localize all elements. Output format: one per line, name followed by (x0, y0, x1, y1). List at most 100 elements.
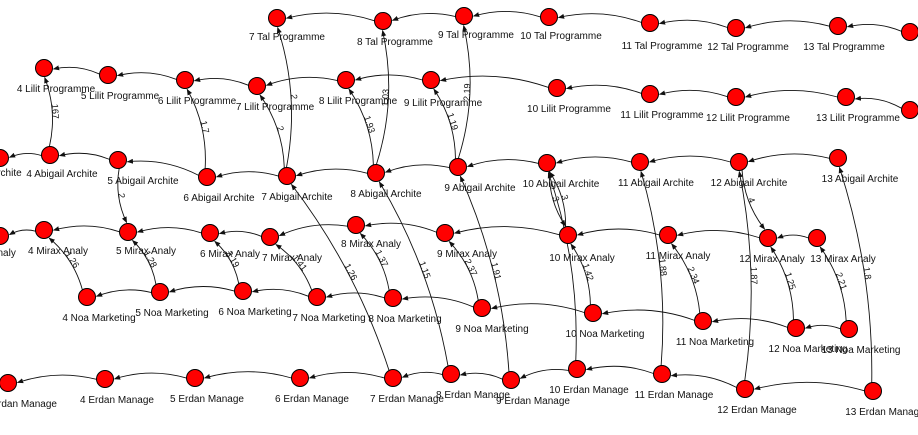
node-erd11[interactable] (653, 365, 671, 383)
edge-lil14-lil13 (854, 95, 902, 109)
node-label-mir13: 13 Mirax Analy (810, 254, 876, 265)
edge-noa10-noa9 (490, 303, 585, 314)
node-abi4[interactable] (41, 146, 59, 164)
edge-weight-noa9-mir9: 2.37 (463, 257, 480, 277)
node-noa8[interactable] (384, 289, 402, 307)
node-erd5[interactable] (186, 369, 204, 387)
node-tal8[interactable] (374, 12, 392, 30)
node-noa11[interactable] (694, 312, 712, 330)
node-label-lil4: 4 Lilit Programme (17, 84, 96, 95)
node-lil6[interactable] (176, 71, 194, 89)
node-label-erd4: 4 Erdan Manage (80, 395, 154, 406)
node-abi10[interactable] (538, 154, 556, 172)
node-abi8[interactable] (367, 164, 385, 182)
node-label-noa7: 7 Noa Marketing (292, 313, 365, 324)
node-mir7[interactable] (261, 228, 279, 246)
node-label-tal13: 13 Tal Programme (803, 42, 885, 53)
edge-weight-mir10-abi10: 3 (559, 194, 570, 202)
node-tal9[interactable] (455, 7, 473, 25)
edge-erd13-erd12 (753, 381, 865, 392)
node-abi3[interactable] (0, 149, 9, 167)
node-label-abi13: 13 Abigail Archite (822, 174, 899, 185)
node-erd10[interactable] (568, 360, 586, 378)
node-lil12[interactable] (727, 88, 745, 106)
node-tal7[interactable] (268, 9, 286, 27)
node-label-lil13: 13 Lilit Programme (816, 113, 900, 124)
node-noa5[interactable] (151, 283, 169, 301)
node-mir6[interactable] (201, 224, 219, 242)
edge-abi12-abi11 (648, 155, 731, 163)
node-erd4[interactable] (96, 370, 114, 388)
node-mir13[interactable] (808, 229, 826, 247)
edge-noa10-mir10 (570, 243, 591, 305)
node-label-lil8: 8 Lilit Programme (319, 96, 398, 107)
node-mir10[interactable] (559, 226, 577, 244)
node-noa7[interactable] (308, 288, 326, 306)
node-mir12[interactable] (759, 229, 777, 247)
node-tal10[interactable] (540, 8, 558, 26)
edge-noa6-noa5 (168, 286, 235, 293)
node-tal12[interactable] (727, 19, 745, 37)
node-abi11[interactable] (631, 153, 649, 171)
node-abi5[interactable] (109, 151, 127, 169)
node-mir4[interactable] (35, 221, 53, 239)
node-mir8[interactable] (347, 216, 365, 234)
node-erd3[interactable] (0, 374, 17, 392)
node-lil4[interactable] (35, 59, 53, 77)
node-abi12[interactable] (730, 153, 748, 171)
edge-erd9-erd8 (459, 371, 503, 380)
node-mir9[interactable] (436, 224, 454, 242)
edge-abi5-abi4 (58, 151, 110, 160)
node-mir3[interactable] (0, 227, 9, 245)
node-erd12[interactable] (736, 380, 754, 398)
node-tal14[interactable] (901, 23, 918, 41)
node-lil5[interactable] (99, 66, 117, 84)
node-lil9[interactable] (422, 71, 440, 89)
node-label-mir4: 4 Mirax Analy (28, 246, 88, 257)
edge-mir5-mir4 (52, 225, 120, 233)
node-label-lil9: 9 Lilit Programme (404, 98, 483, 109)
node-label-mir7: 7 Mirax Analy (262, 253, 322, 264)
node-tal11[interactable] (641, 14, 659, 32)
node-mir11[interactable] (659, 226, 677, 244)
node-label-abi11: 11 Abigail Archite (618, 178, 694, 189)
node-erd7[interactable] (384, 369, 402, 387)
node-abi7[interactable] (278, 167, 296, 185)
node-lil8[interactable] (337, 71, 355, 89)
node-noa12[interactable] (787, 319, 805, 337)
edge-weight-erd12-abi12: 1.87 (749, 267, 759, 285)
node-lil7[interactable] (248, 77, 266, 95)
node-erd8[interactable] (442, 365, 460, 383)
edge-lil7-lil6 (193, 77, 249, 86)
edge-weight-abi10-mir10: 3 (550, 195, 561, 203)
node-label-lil10: 10 Lilit Programme (527, 104, 611, 115)
node-lil11[interactable] (641, 85, 659, 103)
node-tal13[interactable] (829, 17, 847, 35)
node-noa6[interactable] (234, 282, 252, 300)
node-lil13[interactable] (837, 88, 855, 106)
node-lil10[interactable] (548, 79, 566, 97)
node-erd13[interactable] (864, 382, 882, 400)
node-abi9[interactable] (449, 158, 467, 176)
edge-abi9-abi8 (384, 164, 450, 173)
node-lil14[interactable] (901, 101, 918, 119)
node-abi6[interactable] (198, 168, 216, 186)
node-abi13[interactable] (829, 149, 847, 167)
node-noa13[interactable] (840, 320, 858, 338)
edge-weight-erd8-abi8: 1.15 (417, 260, 432, 280)
node-label-abi5: 5 Abigail Archite (107, 176, 179, 187)
node-label-mir12: 12 Mirax Analy (739, 254, 805, 265)
node-erd9[interactable] (502, 371, 520, 389)
node-noa4[interactable] (78, 288, 96, 306)
node-label-mir11: 11 Mirax Analy (646, 251, 711, 262)
edge-erd10-erd9 (519, 368, 569, 379)
edge-weight-noa12-mir12: 1.25 (783, 271, 798, 291)
edge-noa13-mir13 (819, 246, 847, 322)
edge-mir10-mir9 (453, 226, 560, 236)
node-noa10[interactable] (584, 304, 602, 322)
node-erd6[interactable] (291, 369, 309, 387)
node-noa9[interactable] (473, 299, 491, 317)
node-mir5[interactable] (119, 223, 137, 241)
edge-mir4-mir3 (8, 229, 36, 236)
